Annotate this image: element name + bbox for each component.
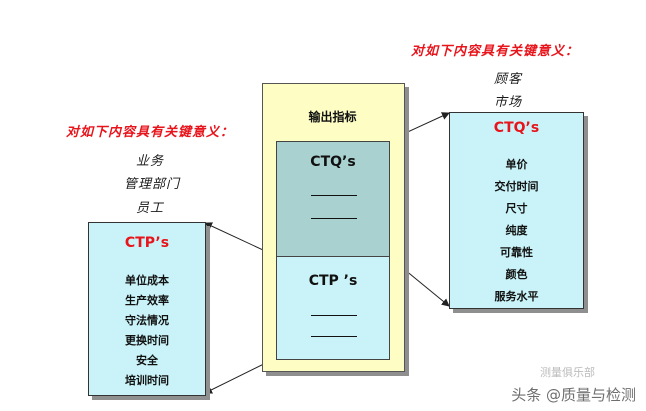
ctq-item-size: 尺寸 <box>505 202 528 215</box>
ctp-detail-list: 单位成本 生产效率 守法情况 更换时间 安全 培训时间 <box>89 272 205 392</box>
ctq-detail-title: CTQ’s <box>493 120 540 136</box>
ctp-blank-line-1 <box>311 315 357 316</box>
ctp-item-training-time: 培训时间 <box>125 374 169 387</box>
ctp-item-safety: 安全 <box>136 354 158 367</box>
center-ctq-box: CTQ’s <box>276 141 390 258</box>
right-note-label: 对如下内容具有关键意义： <box>411 44 580 59</box>
right-note-item-market: 市场 <box>494 95 523 110</box>
center-ctp-box: CTP ’s <box>276 256 390 360</box>
ctp-item-compliance: 守法情况 <box>125 314 169 327</box>
ctp-detail-box: CTP’s 单位成本 生产效率 守法情况 更换时间 安全 培训时间 <box>88 222 206 396</box>
ctq-item-delivery-time: 交付时间 <box>494 180 539 193</box>
ctq-blank-line-1 <box>311 195 357 196</box>
ctq-detail-list: 单价 交付时间 尺寸 纯度 可靠性 颜色 服务水平 <box>450 156 583 310</box>
ctp-blank-line-2 <box>311 336 357 337</box>
ctq-detail-box: CTQ’s 单价 交付时间 尺寸 纯度 可靠性 颜色 服务水平 <box>449 112 584 309</box>
ctq-item-unit-price: 单价 <box>505 158 528 171</box>
center-ctq-label: CTQ’s <box>310 154 356 170</box>
watermark-text: 头条 @质量与检测 <box>511 386 636 404</box>
left-note-item-employees: 员工 <box>136 201 165 216</box>
ctp-item-changeover-time: 更换时间 <box>125 334 169 347</box>
ctq-item-reliability: 可靠性 <box>500 246 533 259</box>
ctq-blank-line-2 <box>311 218 357 219</box>
ctq-item-purity: 纯度 <box>505 224 528 237</box>
ctq-item-service-level: 服务水平 <box>494 290 539 303</box>
ctp-detail-title: CTP’s <box>124 235 170 251</box>
left-note-item-management: 管理部门 <box>124 177 181 192</box>
center-ctp-label: CTP ’s <box>308 273 358 289</box>
right-note-item-customer: 顾客 <box>494 72 523 87</box>
output-metrics-title: 输出指标 <box>308 110 357 124</box>
left-note-label: 对如下内容具有关键意义： <box>66 125 235 140</box>
watermark-faint-text: 测量俱乐部 <box>540 366 595 379</box>
ctp-item-unit-cost: 单位成本 <box>125 274 169 287</box>
ctp-item-productivity: 生产效率 <box>125 294 169 307</box>
ctq-item-color: 颜色 <box>505 268 528 281</box>
left-note-item-business: 业务 <box>136 154 165 169</box>
